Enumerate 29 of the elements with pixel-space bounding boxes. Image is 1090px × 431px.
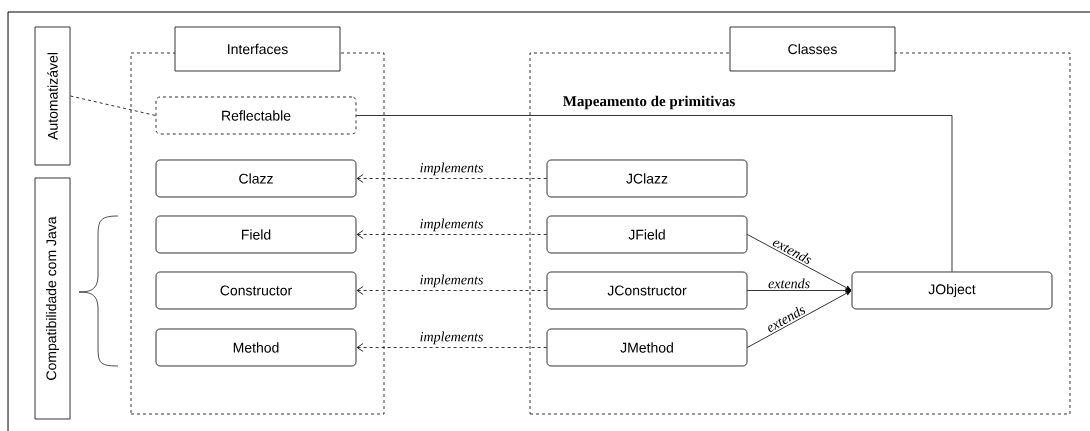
arrow	[747, 288, 851, 293]
group-heading: Interfaces	[174, 26, 341, 72]
edge-label: implements	[420, 274, 483, 288]
side-label-box: Automatizável	[34, 26, 71, 166]
edge-label: implements	[420, 162, 483, 176]
class-box: JClazz	[546, 159, 748, 198]
class-box: JMethod	[546, 328, 748, 367]
edge-label: implements	[420, 331, 483, 345]
edge-label: Mapeamento de primitivas	[561, 94, 737, 111]
leader-line	[70, 95, 156, 116]
arrow	[356, 286, 547, 295]
class-box: Constructor	[155, 271, 357, 310]
side-label-box: Compatibilidade com Java	[34, 177, 71, 420]
class-box: JField	[546, 215, 748, 254]
arrow	[356, 343, 547, 352]
arrow	[747, 290, 852, 348]
class-box: Method	[155, 328, 357, 367]
class-box: Field	[155, 215, 357, 254]
edge-label: extends	[768, 278, 810, 289]
arrow	[747, 234, 852, 291]
class-box: JObject	[851, 271, 1053, 310]
class-box: JConstructor	[546, 271, 748, 310]
arrow	[356, 230, 547, 239]
edge-label: implements	[420, 218, 483, 232]
arrow	[356, 174, 547, 183]
connector-line	[356, 115, 953, 272]
class-box: Clazz	[155, 159, 357, 198]
group-heading: Classes	[729, 26, 896, 72]
class-box: Reflectable	[155, 96, 357, 135]
